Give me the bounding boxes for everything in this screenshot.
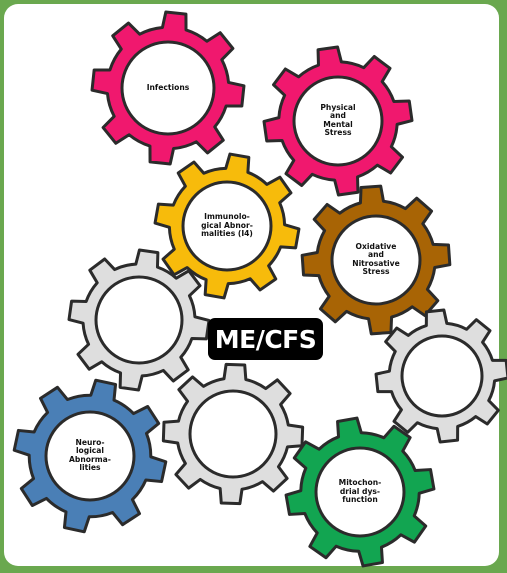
gear-hub — [181, 180, 273, 272]
gear-oxidative: Oxidative and Nitrosative Stress — [300, 184, 452, 336]
gear-infections: Infections — [90, 10, 246, 166]
gear-blank-right — [374, 308, 507, 444]
gear-neuro: Neuro- logical Abnorma- lities — [12, 378, 168, 534]
gear-label-mito: Mitochon- drial dys- function — [338, 478, 382, 505]
gear-hub — [120, 40, 216, 136]
gear-label-oxidative: Oxidative and Nitrosative Stress — [352, 241, 400, 277]
gear-hub — [292, 75, 384, 167]
gear-blank-left — [67, 248, 211, 392]
gear-mito: Mitochon- drial dys- function — [284, 416, 436, 568]
gear-blank-mid — [161, 362, 305, 506]
gear-label-immuno: Immunolo- gical Abnor- malities (I4) — [201, 212, 253, 239]
gear-label-neuro: Neuro- logical Abnorma- lities — [69, 437, 111, 473]
gear-hub — [44, 410, 136, 502]
gear-hub — [314, 446, 406, 538]
gear-immuno: Immunolo- gical Abnor- malities (I4) — [153, 152, 301, 300]
gear-hub — [94, 275, 184, 365]
center-label-mecfs: ME/CFS — [208, 318, 323, 360]
gear-stress: Physical and Mental Stress — [262, 45, 414, 197]
gear-label-stress: Physical and Mental Stress — [320, 102, 356, 138]
gear-hub — [188, 389, 278, 479]
gear-label-infections: Infections — [146, 82, 190, 92]
gear-hub — [400, 334, 484, 418]
gear-hub — [330, 214, 422, 306]
